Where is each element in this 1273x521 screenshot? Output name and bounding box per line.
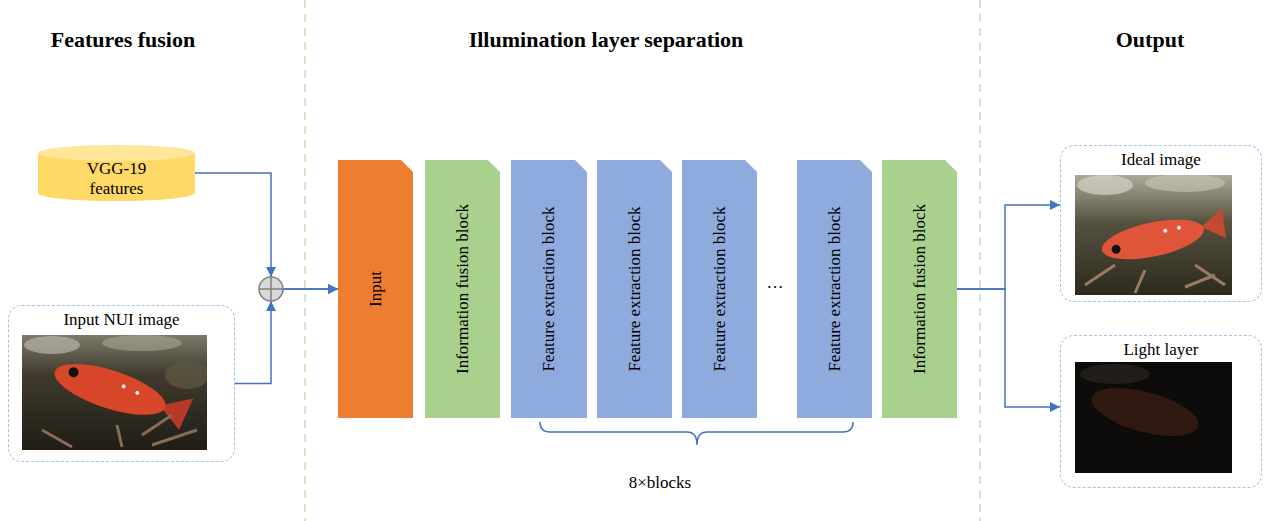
block-shape bbox=[882, 160, 957, 418]
image-panel: Light layer bbox=[1060, 335, 1262, 488]
photo-ground bbox=[1075, 175, 1232, 295]
block-shape bbox=[797, 160, 872, 418]
sum-cross bbox=[259, 277, 283, 301]
rock bbox=[1077, 175, 1133, 195]
faint-rock bbox=[1080, 364, 1150, 384]
block-shape bbox=[597, 160, 672, 418]
faint-fish bbox=[1087, 378, 1204, 445]
repeat-count: 8×blocks bbox=[629, 473, 691, 493]
brace bbox=[540, 422, 853, 445]
rock bbox=[165, 361, 209, 389]
block-shape bbox=[682, 160, 757, 418]
connector-arrow bbox=[957, 289, 1060, 407]
sum-symbol bbox=[259, 277, 283, 301]
input-block: Input bbox=[338, 160, 413, 418]
arrow-head bbox=[266, 267, 276, 277]
rock bbox=[1145, 174, 1225, 192]
block-label: Information fusion block bbox=[453, 204, 473, 374]
section-divider bbox=[304, 0, 306, 521]
input-photo bbox=[22, 335, 209, 450]
extraction-block: Feature extraction block bbox=[797, 160, 872, 418]
connector-arrow bbox=[957, 205, 1060, 289]
photo-ground bbox=[22, 335, 207, 450]
panel-heading: Input NUI image bbox=[15, 310, 228, 330]
panel-heading: Ideal image bbox=[1067, 150, 1255, 170]
section-heading: Illumination layer separation bbox=[469, 27, 744, 53]
fish bbox=[49, 353, 194, 432]
section-divider bbox=[979, 0, 981, 521]
block-label: Feature extraction block bbox=[825, 206, 845, 371]
block-label: Input bbox=[366, 271, 386, 307]
store-label: VGG-19 features bbox=[67, 159, 167, 198]
rock bbox=[102, 335, 182, 351]
block-label: Feature extraction block bbox=[539, 206, 559, 371]
connector-arrow bbox=[235, 289, 338, 384]
cylinder-top bbox=[38, 145, 195, 161]
block-shape bbox=[338, 160, 413, 418]
light-layer-photo bbox=[1075, 362, 1232, 473]
feature-store: VGG-19 features bbox=[38, 145, 195, 201]
fusion-block: Information fusion block bbox=[882, 160, 957, 418]
cylinder-body bbox=[38, 153, 195, 201]
image-panel: Ideal image bbox=[1060, 145, 1262, 302]
panel-heading: Light layer bbox=[1067, 340, 1255, 360]
ellipsis: … bbox=[767, 273, 784, 293]
photo-ground bbox=[1075, 362, 1232, 473]
connector-arrow bbox=[195, 173, 338, 289]
fish bbox=[1098, 207, 1228, 266]
starfish-arms bbox=[42, 415, 197, 447]
extraction-block: Feature extraction block bbox=[597, 160, 672, 418]
block-label: Feature extraction block bbox=[625, 206, 645, 371]
ideal-photo bbox=[1075, 174, 1232, 295]
arrow-head bbox=[266, 301, 276, 311]
fusion-block: Information fusion block bbox=[425, 160, 500, 418]
block-label: Feature extraction block bbox=[710, 206, 730, 371]
starfish-arms bbox=[1085, 265, 1225, 293]
section-heading: Features fusion bbox=[51, 27, 195, 53]
image-panel: Input NUI image bbox=[8, 305, 235, 462]
block-shape bbox=[425, 160, 500, 418]
rock bbox=[24, 336, 80, 354]
section-heading: Output bbox=[1116, 27, 1184, 53]
block-label: Information fusion block bbox=[910, 204, 930, 374]
extraction-block: Feature extraction block bbox=[511, 160, 587, 418]
block-shape bbox=[511, 160, 587, 418]
extraction-block: Feature extraction block bbox=[682, 160, 757, 418]
